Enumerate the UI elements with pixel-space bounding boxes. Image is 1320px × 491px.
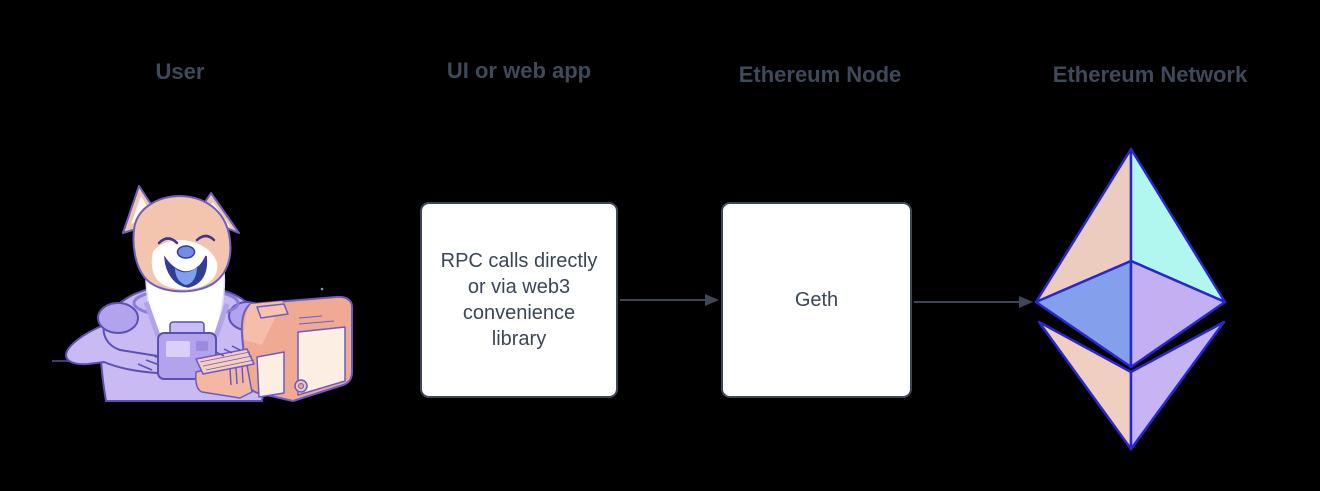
doge-tongue: [175, 266, 197, 285]
geth-box: Geth: [721, 202, 912, 398]
eth-face-bottom-right: [1129, 320, 1226, 451]
computer-back-panel: [297, 326, 346, 396]
arrow-geth-to-network: [914, 296, 1033, 308]
claw-fingers-right: [215, 345, 241, 357]
lane-header-ethereum-network: Ethereum Network: [1052, 62, 1248, 87]
computer-icon: [195, 295, 353, 402]
lane-header-ethereum-node: Ethereum Node: [738, 62, 902, 87]
doge-nose: [176, 245, 196, 259]
rpc-calls-box: RPC calls directly or via web3 convenien…: [420, 202, 618, 398]
computer-slots: [298, 315, 335, 325]
ethereum-logo-icon: [1034, 147, 1227, 451]
shoulder-pad-left: [97, 302, 139, 334]
keyboard-key-rows: [199, 351, 255, 371]
computer-handle-notch: [256, 303, 289, 319]
computer-fan-hub: [298, 383, 304, 389]
arrow-rpc-to-geth: [620, 294, 719, 306]
doge-mouth-open: [164, 255, 208, 288]
lane-header-user: User: [155, 59, 205, 84]
computer-vents: [229, 365, 244, 386]
ink-speck: [320, 287, 324, 291]
doge-user-illustration: [52, 185, 353, 402]
doge-head: [122, 185, 240, 348]
eth-face-mid-right: [1129, 259, 1227, 369]
doge-eye-left: [157, 237, 179, 245]
computer-front-panel: [256, 351, 285, 398]
doge-eye-right: [195, 234, 216, 242]
lane-header-ui-or-web-app: UI or web app: [446, 58, 592, 83]
